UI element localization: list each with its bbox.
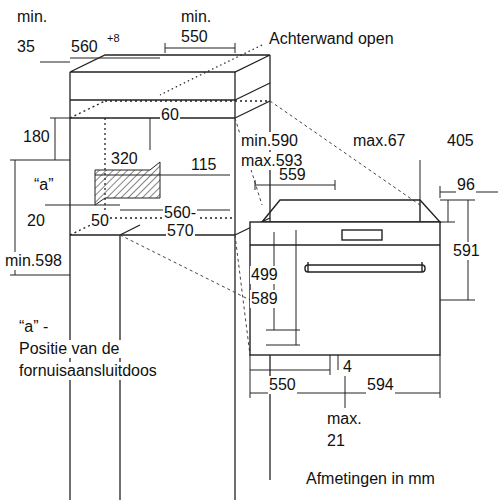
cabinet-dimensions-stroke: [55, 118, 56, 160]
dimension-label: 20: [26, 212, 46, 230]
cabinet-stroke: [70, 101, 105, 118]
dimension-label: 591: [452, 242, 481, 260]
oven-dimensions-stroke: [250, 370, 330, 371]
dimension-label: 559: [278, 166, 307, 184]
dimension-label: 594: [366, 376, 395, 394]
oven-dimensions-stroke: [266, 345, 300, 346]
cabinet-stroke: [70, 117, 235, 118]
cabinet-stroke: [70, 55, 270, 72]
cabinet-dimensions-stroke: [160, 175, 230, 176]
cabinet-stroke: [120, 225, 140, 235]
connection-box-area: [95, 162, 160, 205]
dimension-label: 21: [326, 432, 346, 450]
dimension-label: Achterwand open: [268, 30, 395, 48]
dimension-label: 60: [160, 106, 180, 124]
projection-lines-stroke: [120, 235, 250, 300]
cabinet-stroke: [70, 234, 235, 235]
oven-dimensions-stroke: [335, 180, 336, 190]
dimension-label: 50: [90, 212, 110, 230]
oven-stroke: [305, 265, 425, 272]
cabinet-dimensions-stroke: [235, 43, 236, 53]
oven: [250, 200, 440, 355]
projection-lines-stroke: [235, 235, 250, 355]
oven-dimensions-stroke: [448, 200, 449, 222]
cabinet-dimensions-stroke: [45, 205, 95, 206]
dimension-label: 35: [16, 38, 36, 56]
dimension-label: Afmetingen in mm: [305, 470, 436, 488]
cabinet-dimensions-stroke: [40, 62, 70, 63]
dimension-label: 4: [342, 358, 353, 376]
cabinet-dimensions-stroke: [50, 118, 70, 119]
cabinet-dimensions-stroke: [10, 275, 70, 276]
cabinet-dimensions-stroke: [165, 43, 166, 53]
cabinet-stroke: [234, 72, 235, 500]
oven-stroke: [262, 200, 440, 222]
oven-dimensions-stroke: [440, 300, 475, 301]
oven-dimensions-stroke: [266, 330, 300, 331]
dimension-label: 560: [70, 38, 99, 56]
connection-box-area-stroke: [95, 162, 160, 205]
cabinet-stroke: [104, 118, 105, 218]
oven-dimensions-stroke: [250, 355, 251, 398]
dimension-label: 180: [22, 128, 51, 146]
cabinet-dimensions-stroke: [95, 205, 120, 206]
dimension-label: fornuisaansluitdoos: [18, 362, 158, 380]
dimension-label: 499: [250, 266, 279, 284]
cabinet-stroke: [235, 83, 270, 100]
dimension-label: 589: [250, 290, 279, 308]
dimension-label: 550: [268, 376, 297, 394]
dimension-label: “a”: [33, 176, 55, 194]
dimension-label: max.: [326, 410, 363, 428]
dimension-label: 320: [110, 150, 139, 168]
rear-wall-leader-stroke: [160, 45, 262, 95]
oven-stroke: [250, 222, 440, 355]
cabinet-dimensions: [10, 43, 235, 275]
dimension-label: 570: [166, 222, 195, 240]
dimension-label: min.: [16, 8, 48, 26]
dimension-label: 115: [190, 156, 218, 174]
oven-dimensions-stroke: [338, 355, 339, 370]
oven-stroke: [421, 262, 422, 272]
dimension-label: “a” -: [18, 318, 49, 336]
oven-dimensions-stroke: [420, 160, 421, 200]
cabinet-dimensions-stroke: [70, 58, 160, 59]
oven-dimensions-stroke: [440, 186, 441, 198]
dimension-label: min.: [180, 8, 212, 26]
dimension-label: 96: [456, 176, 476, 194]
oven-dimensions-stroke: [440, 355, 441, 398]
dimension-label: 405: [446, 132, 475, 150]
oven-dimensions-stroke: [440, 200, 475, 201]
cabinet-stroke: [235, 101, 270, 118]
oven-dimensions-stroke: [296, 230, 297, 345]
oven-stroke: [342, 230, 382, 240]
oven-dimensions-stroke: [255, 180, 256, 190]
dimension-label: 550: [180, 28, 209, 46]
cabinet-dimensions-stroke: [10, 160, 70, 161]
cabinet: [70, 55, 270, 500]
cabinet-stroke: [69, 72, 70, 500]
dimension-label: min.590: [240, 132, 299, 150]
oven-stroke: [307, 262, 308, 272]
cabinet-stroke: [105, 100, 270, 101]
dimension-label: 560-: [163, 204, 197, 222]
oven-dimensions-stroke: [330, 355, 331, 375]
cabinet-dimensions-stroke: [165, 48, 235, 49]
oven-stroke: [419, 200, 420, 222]
dimension-label: max.67: [352, 132, 406, 150]
dimension-label: +8: [106, 32, 121, 44]
oven-dimensions-stroke: [440, 222, 455, 223]
oven-dimensions: [250, 160, 498, 408]
dimension-label: Positie van de: [18, 340, 121, 358]
cabinet-dimensions-stroke: [95, 175, 160, 176]
rear-wall-leader: [160, 45, 262, 95]
dimension-label: min.598: [4, 252, 63, 270]
oven-dimensions-stroke: [255, 185, 335, 186]
oven-stroke: [250, 244, 440, 245]
cabinet-dimensions-stroke: [150, 118, 151, 150]
